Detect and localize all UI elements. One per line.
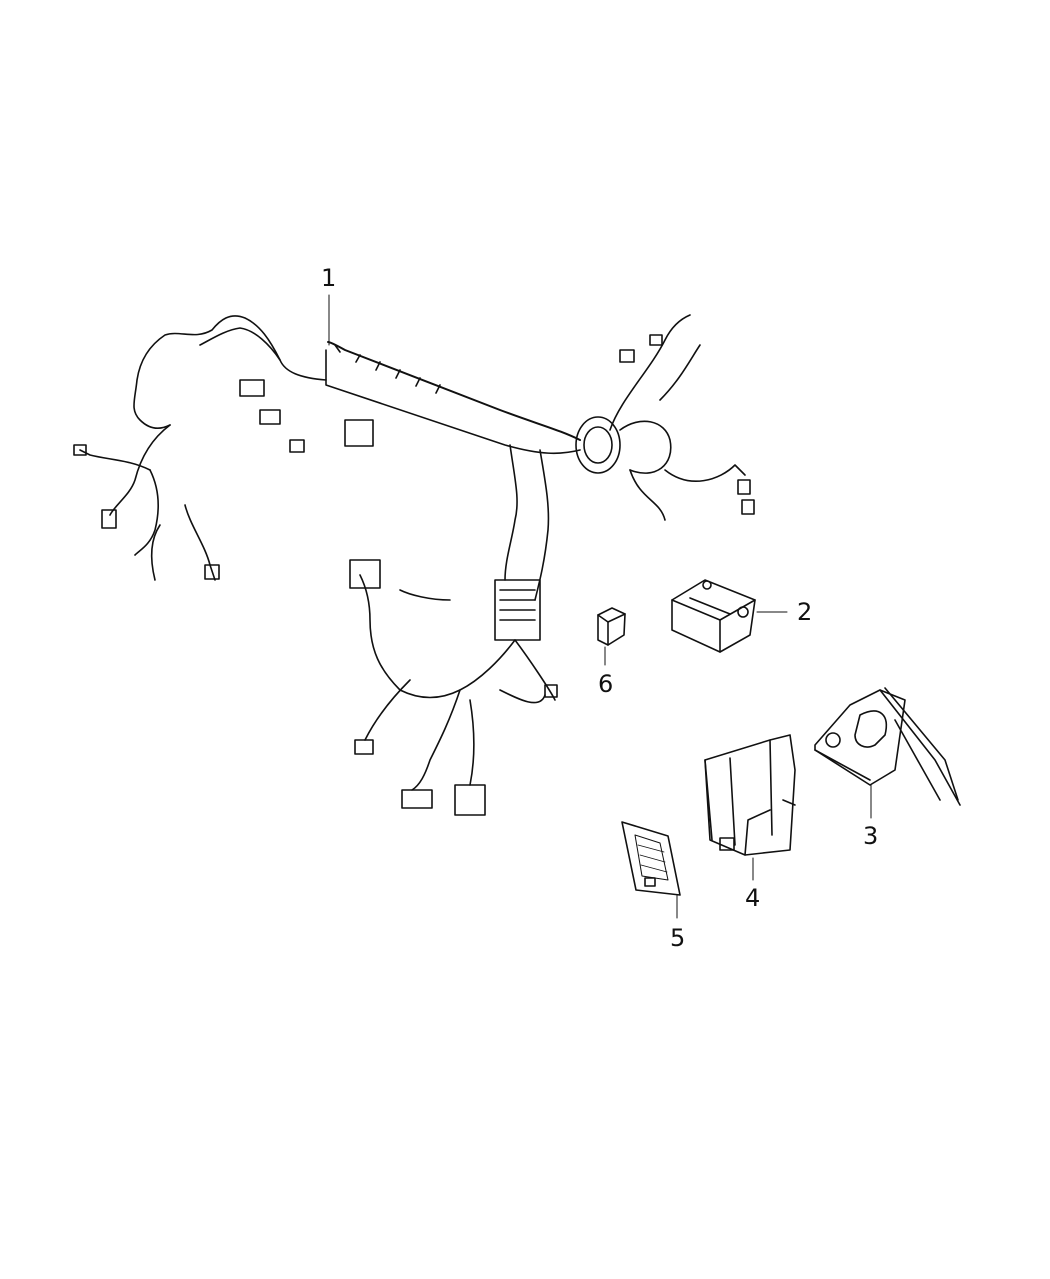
callout-3: 3 xyxy=(863,822,879,850)
fuse-box-housing-illustration xyxy=(704,734,796,856)
callout-4: 4 xyxy=(745,884,761,912)
callout-5: 5 xyxy=(670,924,686,952)
callout-2: 2 xyxy=(797,598,813,626)
relay-illustration xyxy=(597,607,626,646)
control-module-illustration xyxy=(671,579,756,653)
fuse-label-card-illustration xyxy=(621,821,681,896)
callout-1: 1 xyxy=(321,264,337,292)
bracket-module-illustration xyxy=(814,687,961,806)
callout-6: 6 xyxy=(598,670,614,698)
wiring-harness-illustration xyxy=(73,314,755,816)
